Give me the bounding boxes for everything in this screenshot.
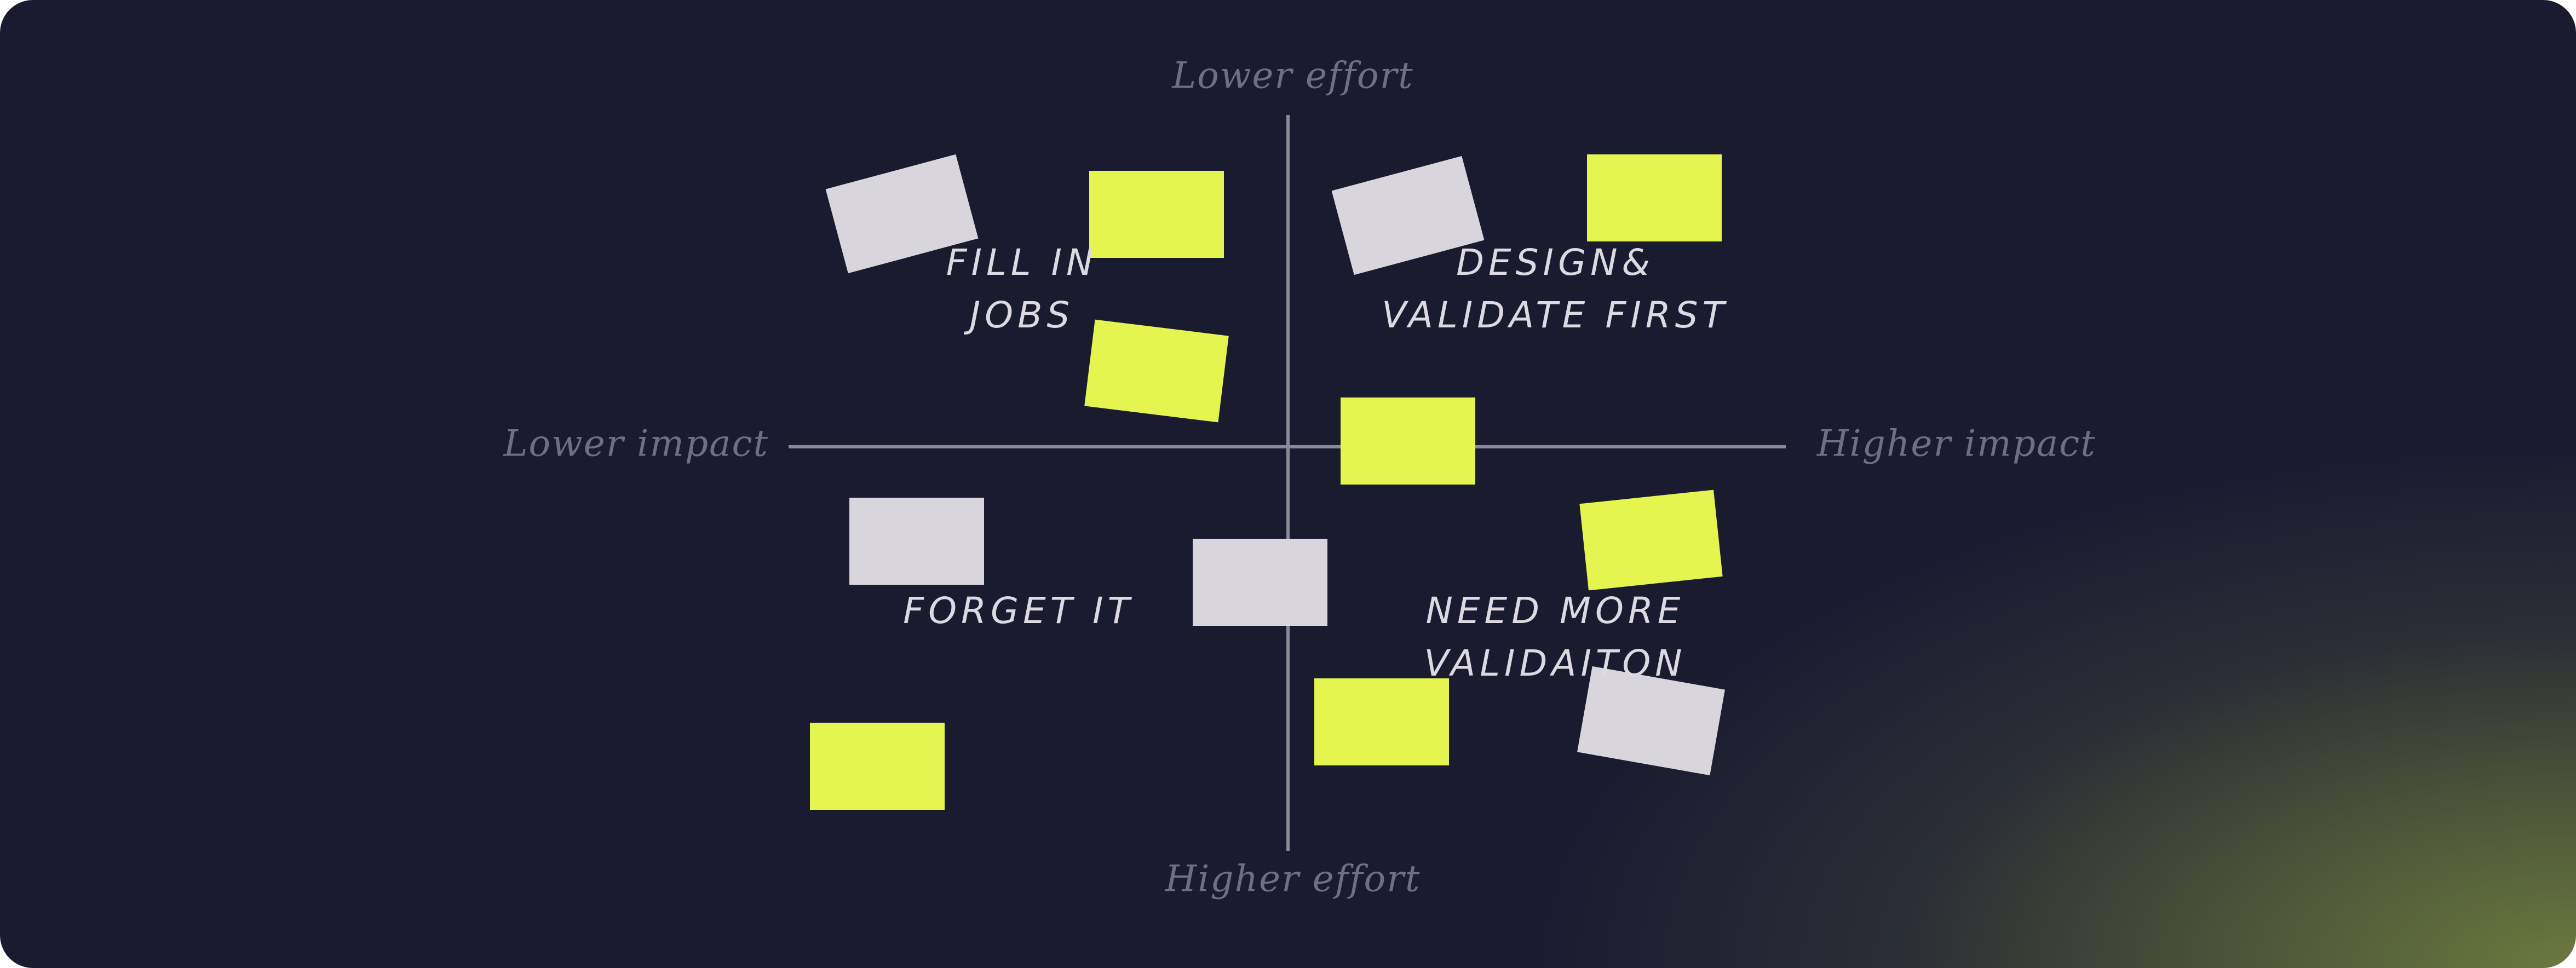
quadrant-title-line: FORGET IT (903, 590, 1134, 632)
impact-axis (789, 445, 1786, 448)
sticky-note[interactable] (1089, 171, 1224, 258)
sticky-note[interactable] (1587, 154, 1722, 241)
quadrant-title-line: DESIGN& (1456, 241, 1654, 284)
sticky-note[interactable] (849, 498, 984, 585)
axis-label-left: Lower impact (503, 422, 769, 465)
quadrant-title-line: VALIDAITON (1424, 642, 1687, 684)
quadrant-title-top-right: DESIGN& VALIDATE FIRST (1172, 237, 1939, 342)
axis-label-bottom: Higher effort (1165, 857, 1421, 900)
quadrant-title-bottom-right: NEED MORE VALIDAITON (1172, 585, 1939, 690)
quadrant-title-line: NEED MORE (1425, 590, 1685, 632)
sticky-note[interactable] (1341, 397, 1475, 485)
axis-label-right: Higher impact (1817, 422, 2096, 465)
axis-label-top: Lower effort (1172, 54, 1414, 97)
effort-axis (1286, 115, 1290, 851)
quadrant-title-line: JOBS (969, 294, 1074, 336)
sticky-note[interactable] (810, 723, 945, 810)
quadrant-title-line: FILL IN (946, 241, 1098, 284)
sticky-note[interactable] (1193, 539, 1327, 626)
quadrant-title-top-left: FILL IN JOBS (639, 237, 1405, 342)
quadrant-title-bottom-left: FORGET IT (635, 585, 1402, 637)
sticky-note[interactable] (1579, 489, 1723, 591)
sticky-note[interactable] (1314, 678, 1449, 765)
quadrant-title-line: VALIDATE FIRST (1382, 294, 1729, 336)
